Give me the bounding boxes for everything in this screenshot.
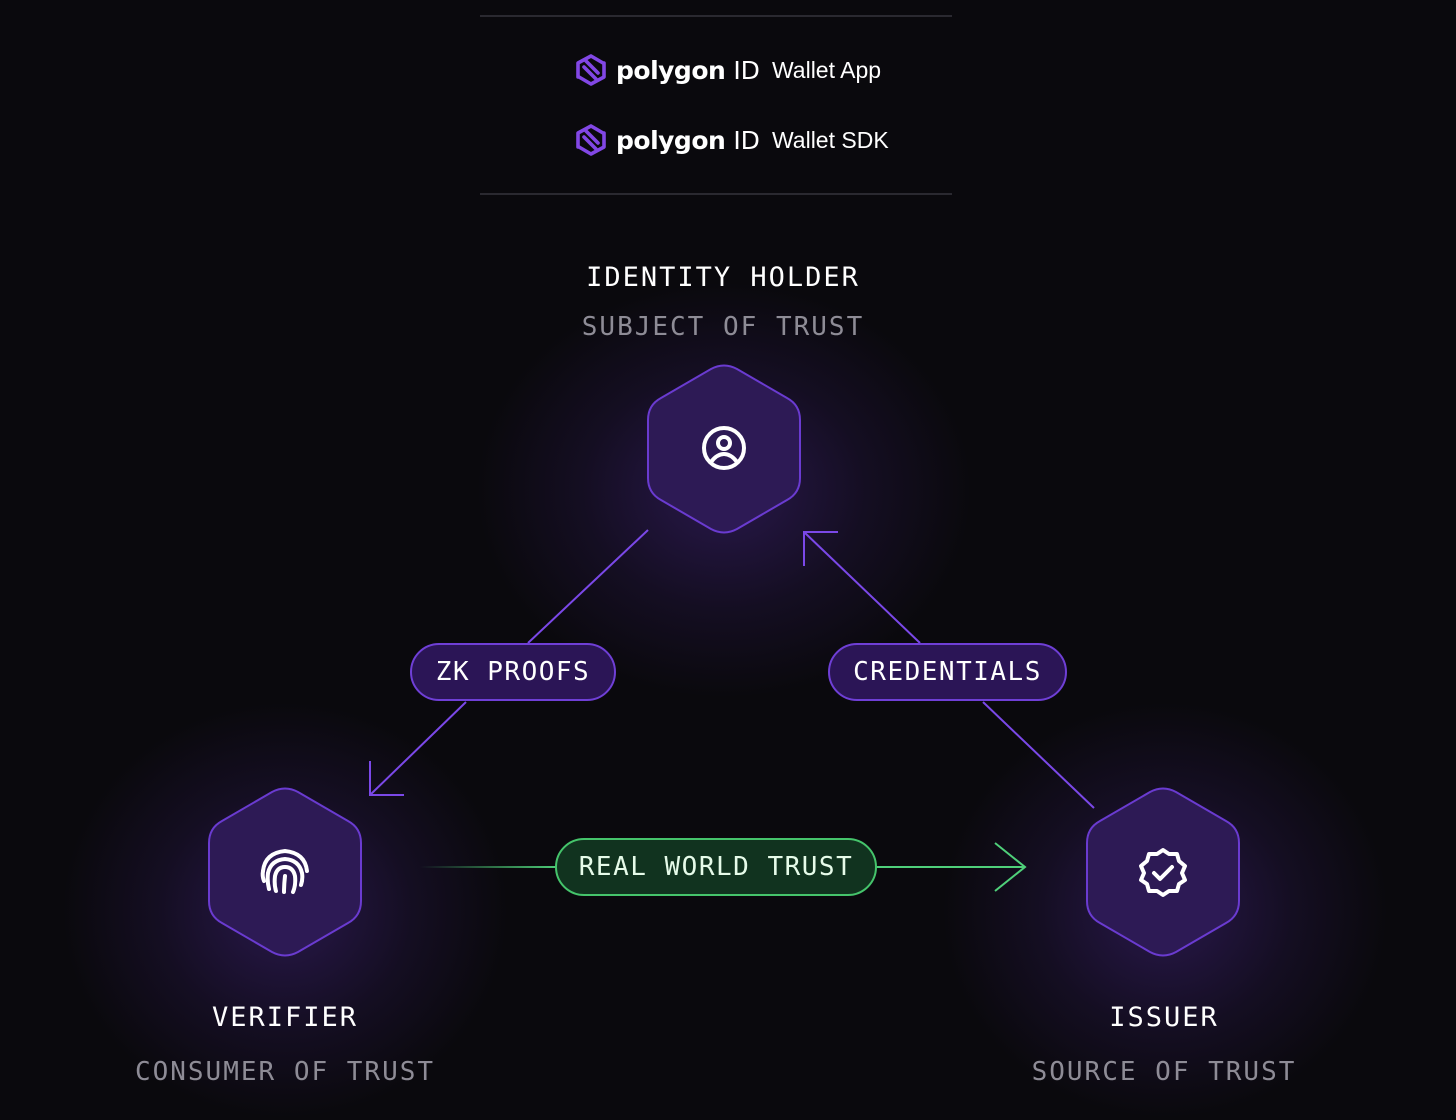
arrow-right-icon <box>994 842 1027 892</box>
polygon-logo-icon <box>576 124 606 156</box>
credentials-pill: CREDENTIALS <box>828 643 1067 701</box>
brand-product-wallet-app: Wallet App <box>771 56 882 83</box>
real-world-connector <box>420 842 1027 892</box>
verified-badge-icon <box>1139 848 1187 897</box>
holder-subtitle: SUBJECT OF TRUST <box>581 312 865 342</box>
brand-name: polygon <box>616 55 726 85</box>
holder-title: IDENTITY HOLDER <box>586 262 860 293</box>
real-world-trust-pill: REAL WORLD TRUST <box>555 838 877 896</box>
arrow-up-left-icon <box>803 531 838 566</box>
verifier-title: VERIFIER <box>211 1002 359 1033</box>
user-circle-icon <box>702 426 746 470</box>
zk-proofs-pill: ZK PROOFS <box>410 643 616 701</box>
zk-proofs-connector <box>369 529 649 796</box>
arrow-down-left-icon <box>369 761 404 796</box>
credentials-connector <box>803 531 1095 809</box>
brand-name: polygon <box>616 125 726 155</box>
issuer-hexagon <box>1086 787 1240 957</box>
verifier-subtitle: CONSUMER OF TRUST <box>134 1057 436 1087</box>
polygon-logo-icon <box>576 54 606 86</box>
issuer-subtitle: SOURCE OF TRUST <box>1031 1057 1297 1087</box>
verifier-hexagon <box>208 787 362 957</box>
brand-row-wallet-app: polygon ID Wallet App <box>572 50 881 90</box>
top-divider <box>480 15 952 17</box>
fingerprint-icon <box>260 848 309 894</box>
bottom-divider <box>480 193 952 195</box>
issuer-title: ISSUER <box>1109 1002 1219 1033</box>
brand-row-wallet-sdk: polygon ID Wallet SDK <box>572 120 889 160</box>
brand-product-wallet-sdk: Wallet SDK <box>771 126 889 153</box>
brand-id: ID <box>733 55 760 85</box>
brand-id: ID <box>733 125 760 155</box>
